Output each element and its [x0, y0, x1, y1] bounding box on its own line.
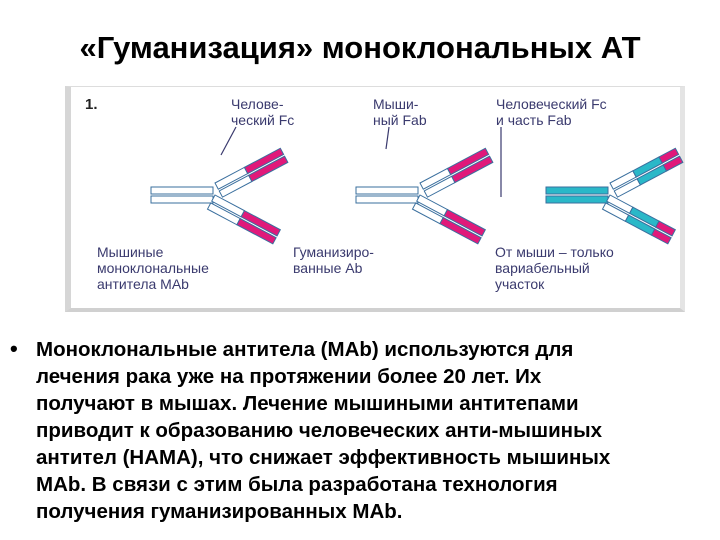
chain-segment	[545, 186, 609, 195]
chain-segment	[650, 228, 672, 245]
mouse-antibody	[150, 147, 289, 245]
chain-segment	[355, 195, 419, 204]
bullet-line: получения гуманизированных MAb.	[36, 500, 403, 523]
bottom-label-line: антитела MAb	[97, 276, 189, 292]
antibody-diagram: 1. Челове-ческий Fc Мыши-ный Fab Человечес…	[85, 96, 684, 292]
slide-title: «Гуманизация» моноклональных АТ	[79, 30, 641, 65]
chain-segment	[150, 186, 214, 195]
bottom-label-line: Гуманизиро-	[293, 244, 374, 260]
bullet-line: MAb. В связи с этим была разработана тех…	[36, 473, 558, 496]
panel-number: 1.	[85, 96, 98, 113]
chain-segment	[655, 220, 677, 237]
bottom-label-line: ванные Ab	[293, 260, 363, 276]
chain-segment	[443, 208, 487, 237]
chain-segment	[247, 155, 289, 183]
bottom-label-line: Мышиные	[97, 244, 164, 260]
chain-segment	[662, 155, 684, 172]
bottom-label-line: От мыши – только	[495, 244, 614, 260]
top-label-line: ный Fab	[373, 112, 427, 128]
chain-segment	[439, 216, 482, 245]
bullet-line: Моноклональные антитела (MAb) используют…	[36, 338, 574, 361]
top-label-line: ческий Fc	[231, 112, 294, 128]
chain-segment	[243, 147, 285, 175]
pointer-line	[220, 126, 237, 156]
chain-segment	[240, 209, 282, 237]
top-label-line: Мыши-	[373, 96, 419, 112]
humanized-antibody	[355, 147, 494, 245]
bullet-line: антител (HAMA), что снижает эффективност…	[36, 446, 611, 469]
bullet-line: приводит к образованию человеческих анти…	[36, 419, 602, 442]
pointer-line	[385, 126, 390, 150]
bottom-label-line: вариабельный	[495, 260, 590, 276]
top-label-line: Челове-	[231, 96, 284, 112]
chain-segment	[450, 155, 494, 184]
top-label-line: Человеческий Fc	[496, 96, 607, 112]
chain-segment	[150, 195, 214, 204]
chain-segment	[355, 186, 419, 195]
chain-segment	[446, 147, 490, 176]
chain-segment	[545, 195, 609, 204]
human-fc-antibody	[545, 147, 684, 245]
chain-segment	[236, 217, 277, 245]
bullet-text: Моноклональные антитела (MAb) используют…	[36, 336, 716, 525]
bullet-line: лечения рака уже на протяжении более 20 …	[36, 365, 542, 388]
bullet-line: получают в мышах. Лечение мышиными антит…	[36, 392, 579, 415]
bullet-marker: •	[10, 336, 18, 361]
top-label-line: и часть Fab	[496, 112, 572, 128]
bottom-label-line: моноклональные	[97, 260, 209, 276]
antibody-figure: 1. Челове-ческий Fc Мыши-ный Fab Человечес…	[65, 86, 685, 312]
bottom-label-line: участок	[495, 276, 545, 292]
chain-segment	[658, 147, 680, 164]
